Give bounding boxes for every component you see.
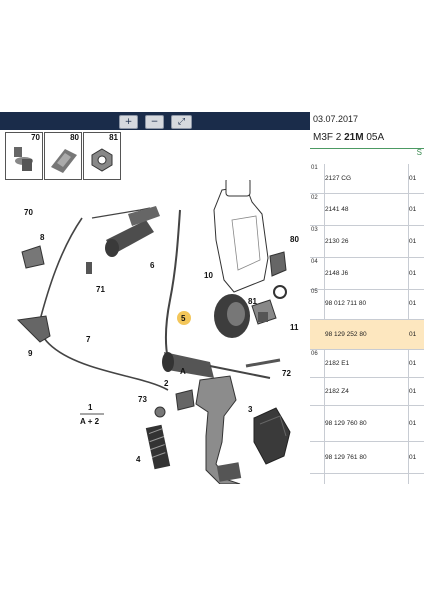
part-quantity: 01 [409, 331, 417, 338]
part-quantity: 01 [409, 238, 417, 245]
bracket-clip-icon [51, 149, 77, 173]
callout: 7 [86, 335, 91, 344]
thumbnail-81[interactable]: 81 [83, 132, 121, 180]
callout: 10 [204, 271, 213, 280]
group-number: 04 [311, 259, 318, 265]
part-reference[interactable]: 2148 J6 [325, 270, 349, 277]
part-reference[interactable]: 2130 26 [325, 238, 349, 245]
callout: 8 [40, 233, 45, 242]
clip-part [16, 315, 51, 343]
slave-cylinder [162, 352, 271, 379]
pedal-pad [253, 407, 291, 465]
group-number: 06 [311, 351, 318, 357]
highlight-marker [177, 311, 191, 325]
catalog-date: 03.07.2017 [313, 114, 359, 124]
part-reference[interactable]: 98 129 760 80 [325, 420, 367, 427]
callout: 6 [150, 261, 155, 270]
thumbnail-label: 81 [109, 133, 118, 142]
table-row[interactable]: 01 2127 CG 01 [310, 164, 424, 194]
thumbnail-label: 80 [70, 133, 79, 142]
table-row[interactable]: 05 98 012 711 80 01 [310, 288, 424, 320]
diagram-toolbar: + − ⤢ [0, 112, 310, 130]
group-number: 01 [311, 165, 318, 171]
fluid-reservoir [213, 180, 269, 293]
callout: 72 [282, 369, 291, 378]
thumbnail-80[interactable]: 80 [44, 132, 82, 180]
section-mark: S [416, 148, 422, 157]
callout: A [180, 367, 186, 376]
table-row[interactable]: 02 2141 48 01 [310, 194, 424, 226]
callout: 80 [290, 235, 299, 244]
callout: 2 [164, 379, 169, 388]
bolt-part [86, 262, 92, 274]
callout: 70 [24, 208, 33, 217]
clutch-pedal [195, 375, 242, 484]
group-number: 03 [311, 227, 318, 233]
part-quantity: 01 [409, 175, 417, 182]
push-rod [245, 358, 281, 368]
clutch-cable [38, 217, 169, 391]
table-row[interactable]: 98 129 761 80 01 [310, 442, 424, 474]
callout: 1 [88, 403, 93, 412]
part-reference[interactable]: 2182 E1 [325, 360, 350, 367]
callout: 3 [248, 405, 253, 414]
zoom-fit-icon[interactable]: ⤢ [171, 115, 192, 129]
callout: 71 [96, 285, 105, 294]
part-reference[interactable]: 2127 CG [325, 175, 352, 182]
part-quantity: 01 [409, 388, 417, 395]
part-quantity: 01 [409, 300, 417, 307]
callout: 11 [290, 323, 299, 332]
thumbnail-label: 70 [31, 133, 40, 142]
section-divider [310, 148, 424, 149]
callout: 9 [28, 349, 33, 358]
part-reference[interactable]: 2182 Z4 [325, 388, 349, 395]
rubber-boot [214, 294, 250, 338]
clutch-hose [164, 209, 181, 361]
zoom-in-icon[interactable]: + [119, 115, 138, 129]
parts-header: 03.07.2017 M3F 2 21M 05A S [310, 112, 424, 157]
pivot-bushing [175, 389, 195, 411]
part-quantity: 01 [409, 206, 417, 213]
part-reference[interactable]: 98 012 711 80 [325, 300, 367, 307]
catalog-code: M3F 2 21M 05A [313, 132, 385, 143]
part-reference[interactable]: 98 129 252 80 [325, 331, 367, 338]
group-number: 05 [311, 289, 318, 295]
table-row[interactable]: 03 2130 26 01 [310, 226, 424, 258]
thumbnail-70[interactable]: 70 [5, 132, 43, 180]
table-row[interactable]: 2182 Z4 01 [310, 378, 424, 406]
return-spring [145, 424, 171, 470]
part-thumbnails: 70 80 81 [5, 132, 121, 180]
callout: 81 [248, 297, 257, 306]
part-quantity: 01 [409, 360, 417, 367]
table-row[interactable]: 06 2182 E1 01 [310, 350, 424, 378]
group-number: 02 [311, 195, 318, 201]
callout: A + 2 [80, 417, 100, 426]
clutch-exploded-diagram: 70 8 7 9 71 6 10 81 80 11 5 2 A 72 73 1 … [16, 180, 299, 484]
nut-icon [91, 148, 113, 172]
callout: 4 [136, 455, 141, 464]
switch-assembly [251, 251, 287, 325]
bracket-part [21, 245, 45, 269]
table-row[interactable]: 98 129 760 80 01 [310, 406, 424, 442]
callout: 73 [138, 395, 147, 404]
pin-part [154, 406, 166, 418]
bolt-washer-icon [14, 147, 33, 171]
part-quantity: 01 [409, 454, 417, 461]
zoom-out-icon[interactable]: − [145, 115, 164, 129]
master-cylinder [105, 206, 160, 257]
part-quantity: 01 [409, 270, 417, 277]
part-quantity: 01 [409, 420, 417, 427]
table-row[interactable]: 98 129 252 80 01 [310, 320, 424, 350]
part-reference[interactable]: 2141 48 [325, 206, 349, 213]
diagram-panel: + − ⤢ 70 80 81 [0, 112, 311, 484]
callout: 5 [181, 314, 186, 323]
table-row[interactable]: 04 2148 J6 01 [310, 258, 424, 290]
part-reference[interactable]: 98 129 761 80 [325, 454, 367, 461]
callout-labels: 70 8 7 9 71 6 10 81 80 11 5 2 A 72 73 1 … [24, 208, 299, 464]
parts-catalog-viewer: + − ⤢ 70 80 81 [0, 112, 424, 484]
